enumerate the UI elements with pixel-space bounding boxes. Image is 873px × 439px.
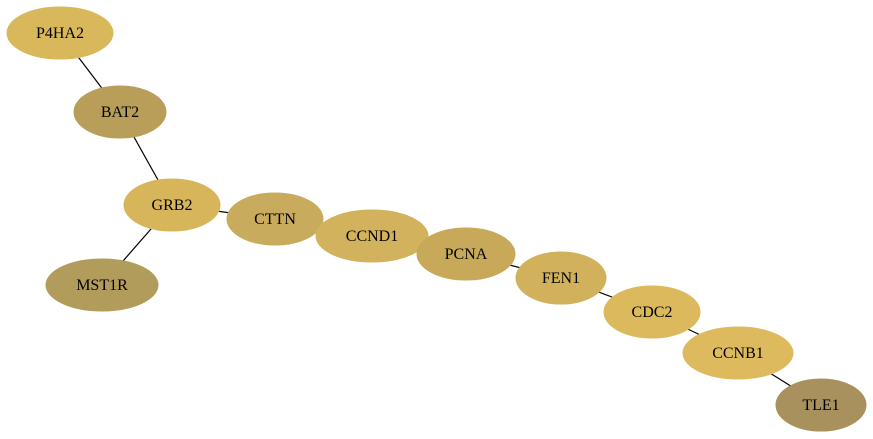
node-shape (775, 378, 867, 432)
node-shape (603, 285, 701, 339)
node-label: TLE1 (802, 397, 839, 414)
node-bat2[interactable]: BAT2 (73, 85, 167, 139)
node-label: CDC2 (632, 304, 673, 321)
node-label: PCNA (445, 246, 488, 263)
node-shape (45, 258, 159, 312)
node-fen1[interactable]: FEN1 (515, 251, 607, 305)
node-label: FEN1 (542, 270, 580, 287)
node-mst1r[interactable]: MST1R (45, 258, 159, 312)
node-p4ha2[interactable]: P4HA2 (6, 6, 114, 60)
node-label: MST1R (76, 277, 128, 294)
node-ccnb1[interactable]: CCNB1 (682, 326, 794, 380)
node-label: BAT2 (101, 104, 139, 121)
node-shape (73, 85, 167, 139)
node-pcna[interactable]: PCNA (416, 227, 516, 281)
node-shape (682, 326, 794, 380)
node-cttn[interactable]: CTTN (226, 192, 324, 246)
node-label: P4HA2 (36, 25, 84, 42)
node-shape (416, 227, 516, 281)
node-ccnd1[interactable]: CCND1 (315, 209, 429, 263)
node-label: GRB2 (152, 197, 193, 214)
node-shape (226, 192, 324, 246)
node-label: CCNB1 (712, 345, 764, 362)
node-tle1[interactable]: TLE1 (775, 378, 867, 432)
node-grb2[interactable]: GRB2 (123, 178, 221, 232)
node-shape (515, 251, 607, 305)
node-label: CTTN (254, 211, 296, 228)
node-shape (315, 209, 429, 263)
node-shape (123, 178, 221, 232)
node-shape (6, 6, 114, 60)
node-label: CCND1 (346, 228, 398, 245)
node-cdc2[interactable]: CDC2 (603, 285, 701, 339)
